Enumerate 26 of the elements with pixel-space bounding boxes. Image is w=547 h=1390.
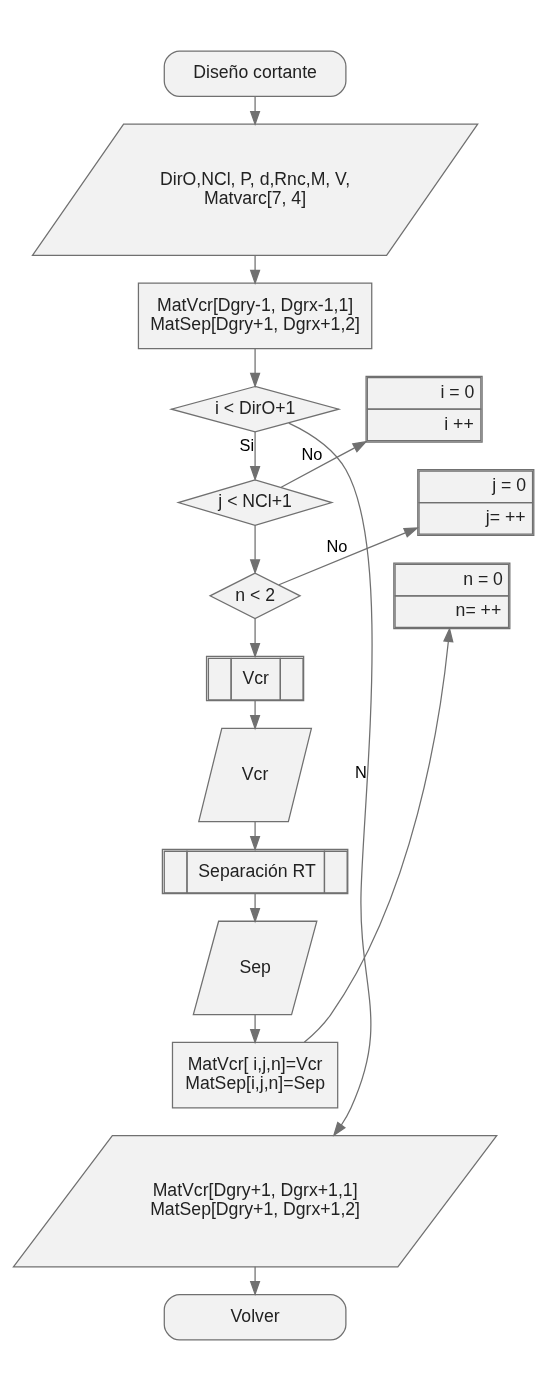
arrow <box>249 892 261 923</box>
node-diamond: j < NCl+1 <box>176 478 335 526</box>
edge-label: Si <box>239 435 255 454</box>
node-diamond: i < DirO+1 <box>169 385 342 433</box>
edge-label: No <box>301 444 323 463</box>
node-box: Diseño cortante <box>163 49 347 97</box>
edge-label: N <box>354 762 367 781</box>
arrow <box>249 524 261 574</box>
arrow <box>249 347 261 388</box>
arrow <box>249 95 261 126</box>
arrow <box>249 1013 261 1044</box>
node-box: MatVcr[ i,j,n]=Vcr MatSep[i,j,n]=Sep <box>171 1041 339 1109</box>
arrow <box>280 440 368 488</box>
arrow <box>249 617 261 658</box>
node-box: MatVcr[Dgry-1, Dgrx-1,1] MatSep[Dgry+1, Dgrx+1,2] <box>137 281 373 349</box>
arrow <box>249 430 261 481</box>
node-box: Volver <box>163 1293 347 1341</box>
arrow <box>288 421 373 1137</box>
arrow <box>303 626 454 1043</box>
arrow <box>249 820 261 851</box>
arrow <box>278 526 419 585</box>
arrow <box>249 254 261 285</box>
edge-label: No <box>326 536 348 555</box>
node-diamond: n < 2 <box>208 571 302 619</box>
arrow <box>249 1265 261 1296</box>
arrow <box>249 699 261 730</box>
